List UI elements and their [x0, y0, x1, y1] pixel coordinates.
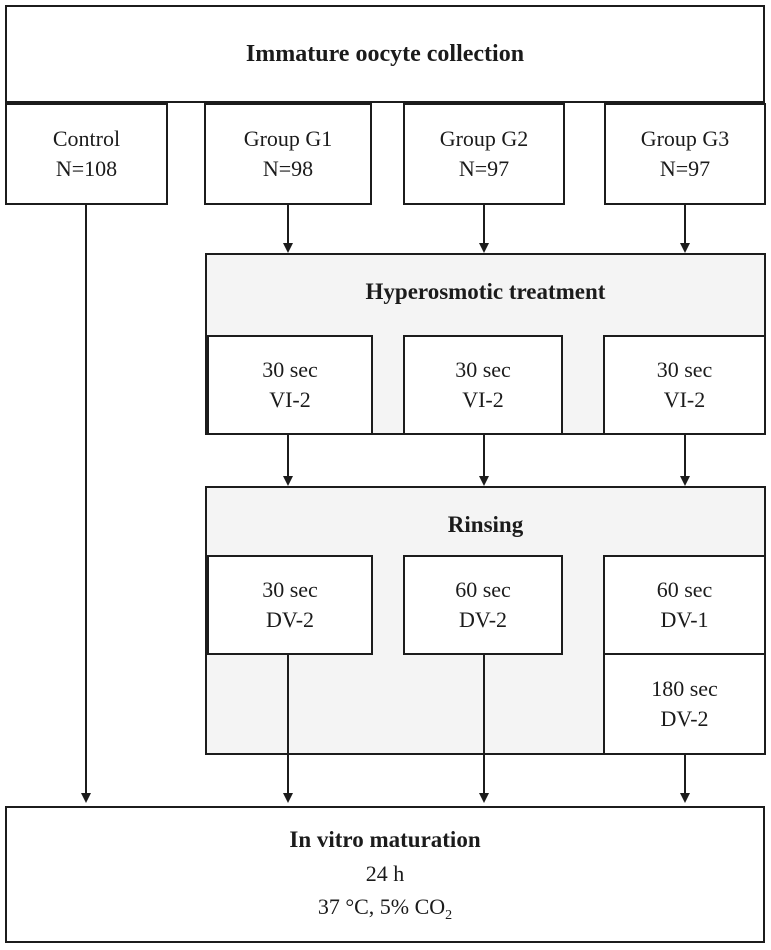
cell-duration: 30 sec — [455, 356, 511, 382]
maturation-conditions: 37 °C, 5% CO2 — [318, 890, 452, 926]
group-name: Group G1 — [243, 125, 333, 151]
connector-g2-to-rinsing — [483, 435, 485, 476]
cell-duration: 180 sec — [651, 675, 718, 701]
arrow-down-icon — [81, 793, 91, 803]
arrow-down-icon — [680, 476, 690, 486]
hyperosmotic-cell-g1: 30 sec VI-2 — [207, 335, 373, 435]
arrow-down-icon — [283, 793, 293, 803]
hyperosmotic-cell-g3: 30 sec VI-2 — [603, 335, 766, 435]
co2-subscript: 2 — [445, 908, 453, 924]
cell-medium: VI-2 — [663, 387, 706, 412]
cell-medium: VI-2 — [462, 387, 504, 412]
cell-medium: DV-2 — [660, 706, 709, 731]
cell-medium: DV-2 — [458, 607, 508, 632]
group-g3-box: Group G3 N=97 — [604, 103, 766, 205]
rinsing-cell-g1: 30 sec DV-2 — [207, 555, 373, 655]
cell-duration: 30 sec — [262, 356, 318, 382]
group-g2-box: Group G2 N=97 — [403, 103, 565, 205]
arrow-down-icon — [479, 476, 489, 486]
control-box: Control N=108 — [5, 103, 168, 205]
group-g1-box: Group G1 N=98 — [204, 103, 372, 205]
group-name: Control — [52, 125, 121, 151]
cell-duration: 60 sec — [656, 576, 713, 602]
rinsing-cell-g3-step1: 60 sec DV-1 — [603, 555, 766, 655]
group-n: N=98 — [262, 156, 314, 181]
cell-duration: 30 sec — [262, 576, 318, 602]
maturation-conditions-text: 37 °C, 5% CO — [317, 894, 446, 920]
connector-g1-to-rinsing — [287, 435, 289, 476]
arrow-down-icon — [479, 793, 489, 803]
arrow-down-icon — [283, 243, 293, 253]
connector-g1-to-hyperosmotic — [287, 205, 289, 243]
arrow-down-icon — [479, 243, 489, 253]
hyperosmotic-title: Hyperosmotic treatment — [365, 279, 606, 304]
rinsing-cell-g3-step2: 180 sec DV-2 — [603, 653, 766, 755]
maturation-duration: 24 h — [365, 861, 405, 887]
connector-g3-to-rinsing — [684, 435, 686, 476]
hyperosmotic-cell-g2: 30 sec VI-2 — [403, 335, 563, 435]
immature-oocyte-collection-box: Immature oocyte collection — [5, 5, 765, 103]
connector-g1-to-maturation — [287, 655, 289, 793]
arrow-down-icon — [283, 476, 293, 486]
cell-duration: 60 sec — [455, 576, 511, 602]
group-n: N=97 — [659, 156, 711, 181]
rinsing-cell-g2: 60 sec DV-2 — [403, 555, 563, 655]
rinsing-title: Rinsing — [447, 512, 524, 537]
maturation-title: In vitro maturation — [289, 826, 481, 852]
group-n: N=97 — [458, 156, 510, 181]
arrow-down-icon — [680, 243, 690, 253]
connector-g2-to-maturation — [483, 655, 485, 793]
arrow-down-icon — [680, 793, 690, 803]
group-n: N=108 — [55, 156, 118, 181]
group-name: Group G3 — [640, 125, 730, 151]
cell-medium: DV-2 — [265, 607, 315, 632]
in-vitro-maturation-box: In vitro maturation 24 h 37 °C, 5% CO2 — [5, 806, 765, 943]
collection-title: Immature oocyte collection — [245, 40, 525, 67]
cell-medium: DV-1 — [660, 607, 709, 632]
connector-control-to-maturation — [85, 205, 87, 793]
cell-duration: 30 sec — [656, 356, 713, 382]
connector-g3-to-hyperosmotic — [684, 205, 686, 243]
connector-g3-to-maturation — [684, 755, 686, 793]
group-name: Group G2 — [439, 125, 529, 151]
cell-medium: VI-2 — [269, 387, 311, 412]
connector-g2-to-hyperosmotic — [483, 205, 485, 243]
